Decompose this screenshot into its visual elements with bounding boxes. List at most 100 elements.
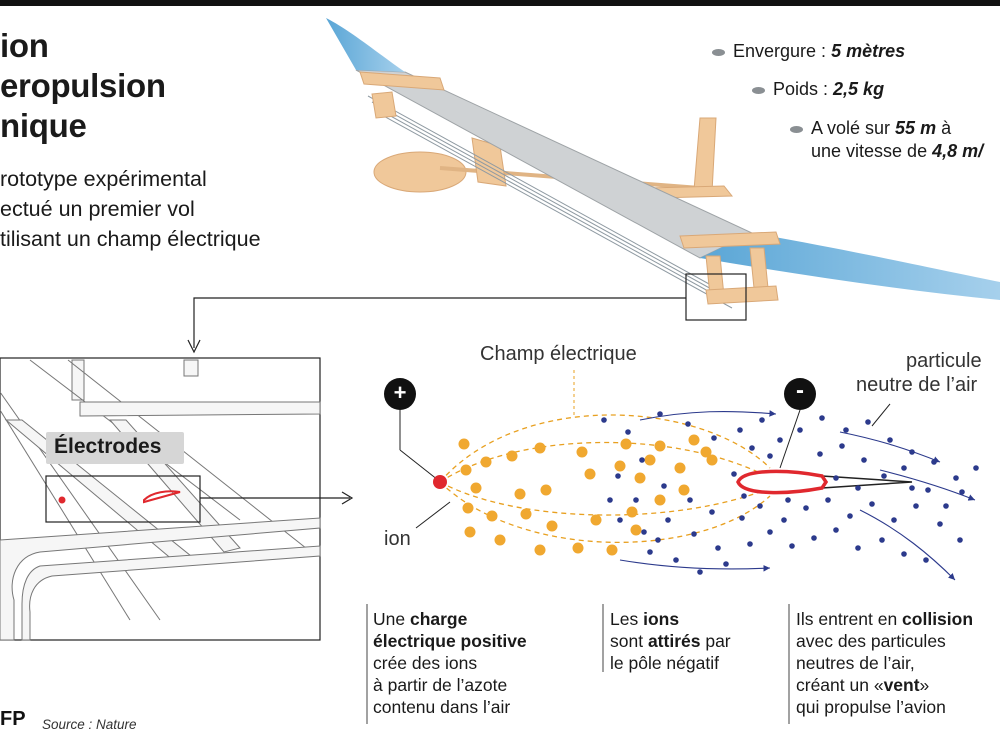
- neutral-particle-dot: [953, 475, 959, 481]
- neutral-particle-dot: [909, 485, 915, 491]
- neutral-particle-dot: [901, 465, 907, 471]
- neutral-particle-dot: [959, 489, 965, 495]
- neutral-particle-dot: [855, 545, 861, 551]
- ion-dot: [514, 488, 526, 500]
- neutral-particle-label-1: particule: [906, 350, 982, 372]
- minus-symbol: -: [796, 377, 804, 404]
- neutral-particle-dot: [869, 501, 875, 507]
- wing-tip-right: [700, 233, 1000, 300]
- neutral-particle-dot: [767, 453, 773, 459]
- neutral-particle-dot: [943, 503, 949, 509]
- neutral-particle-dot: [833, 527, 839, 533]
- subtitle: rototype expérimental ectué un premier v…: [0, 164, 261, 254]
- neutral-particle-dot: [891, 517, 897, 523]
- neutral-particle-dot: [641, 529, 647, 535]
- ionic-wind-diagram: [384, 370, 979, 581]
- neutral-particle-dot: [957, 537, 963, 543]
- neutral-particle-dot: [687, 497, 693, 503]
- neutral-particle-dot: [601, 417, 607, 423]
- neutral-particle-dot: [607, 497, 613, 503]
- title-line-3: nique: [0, 107, 87, 144]
- ion-dot: [606, 544, 618, 556]
- neutral-particle-dot: [781, 517, 787, 523]
- ion-dot: [584, 468, 596, 480]
- ion-dot: [546, 520, 558, 532]
- neutral-particle-dot: [865, 419, 871, 425]
- subtitle-line-1: rototype expérimental: [0, 167, 207, 191]
- ion-dot: [540, 484, 552, 496]
- spec-poids: Poids : 2,5 kg: [752, 78, 884, 101]
- top-bar: [0, 0, 1000, 6]
- neutral-particle-dot: [817, 451, 823, 457]
- neutral-particle-dot: [879, 537, 885, 543]
- neutral-particle-dot: [887, 437, 893, 443]
- zoom-arrow-head: [187, 339, 201, 354]
- ion-dot: [506, 450, 518, 462]
- description-ions: Les ions sont attirés par le pôle négati…: [610, 609, 731, 673]
- neutral-particle-dot: [747, 541, 753, 547]
- bullet-icon: [790, 125, 803, 133]
- ion-dot: [678, 484, 690, 496]
- neutral-particle-dot: [661, 483, 667, 489]
- agency-logo: FP: [0, 708, 26, 730]
- neutral-particle-dot: [811, 535, 817, 541]
- ion-dot: [462, 502, 474, 514]
- zoom-box: [685, 273, 747, 321]
- plus-symbol-circle: [384, 378, 416, 410]
- ion-dot: [460, 464, 472, 476]
- ion-dot: [576, 446, 588, 458]
- bullet-icon: [752, 86, 765, 94]
- neutral-particle-dot: [825, 497, 831, 503]
- electrode-selection-box: [45, 475, 201, 523]
- neutral-particle-dot: [615, 473, 621, 479]
- neutral-particle-dot: [757, 503, 763, 509]
- electrode-red-dot: [58, 496, 66, 504]
- neutral-particle-dot: [833, 475, 839, 481]
- ion-dot: [494, 534, 506, 546]
- ion-dot: [520, 508, 532, 520]
- neutral-particle-dot: [711, 435, 717, 441]
- ion-dot: [634, 472, 646, 484]
- neutral-particle-dot: [633, 497, 639, 503]
- neutral-particle-dot: [923, 557, 929, 563]
- neutral-particle-dot: [785, 497, 791, 503]
- ion-dot: [688, 434, 700, 446]
- neutral-particle-dot: [839, 443, 845, 449]
- bullet-icon: [712, 48, 725, 56]
- spec-vol: A volé sur 55 m à: [790, 117, 951, 140]
- column-separators: [366, 604, 790, 724]
- neutral-particle-dot: [913, 503, 919, 509]
- neutral-particle-dot: [685, 421, 691, 427]
- neutral-particle-dot: [843, 427, 849, 433]
- ion-dot: [620, 438, 632, 450]
- neutral-particle-dot: [665, 517, 671, 523]
- neutral-particle-dot: [731, 471, 737, 477]
- neutral-particle-dot: [931, 459, 937, 465]
- ion-dot: [626, 506, 638, 518]
- ion-dot: [480, 456, 492, 468]
- subtitle-line-3: tilisant un champ électrique: [0, 227, 261, 251]
- neutral-particle-dot: [767, 529, 773, 535]
- neutral-particle-dot: [847, 513, 853, 519]
- positive-electrode: [433, 475, 447, 489]
- ion-dot: [614, 460, 626, 472]
- plus-symbol: +: [393, 380, 407, 405]
- neutral-particle-dot: [709, 509, 715, 515]
- electric-field-label: Champ électrique: [480, 343, 637, 365]
- airplane-illustration: [326, 18, 1000, 309]
- ion-dot: [572, 542, 584, 554]
- title-line-1: ion: [0, 27, 49, 64]
- page-title: ion eropulsion nique: [0, 26, 166, 146]
- description-collision: Ils entrent en collision avec des partic…: [796, 609, 974, 717]
- ion-dot: [470, 482, 482, 494]
- neutral-particle-dot: [697, 569, 703, 575]
- minus-symbol-circle: [784, 378, 816, 410]
- electric-field-lines: [439, 414, 771, 543]
- tail-fin: [693, 117, 717, 193]
- neutral-particle-dot: [691, 531, 697, 537]
- electrode-wires: [367, 95, 733, 309]
- neutral-particle-dot: [819, 415, 825, 421]
- ion-dot: [654, 494, 666, 506]
- ion-dot: [534, 544, 546, 556]
- electrode-detail-panel: [0, 357, 321, 641]
